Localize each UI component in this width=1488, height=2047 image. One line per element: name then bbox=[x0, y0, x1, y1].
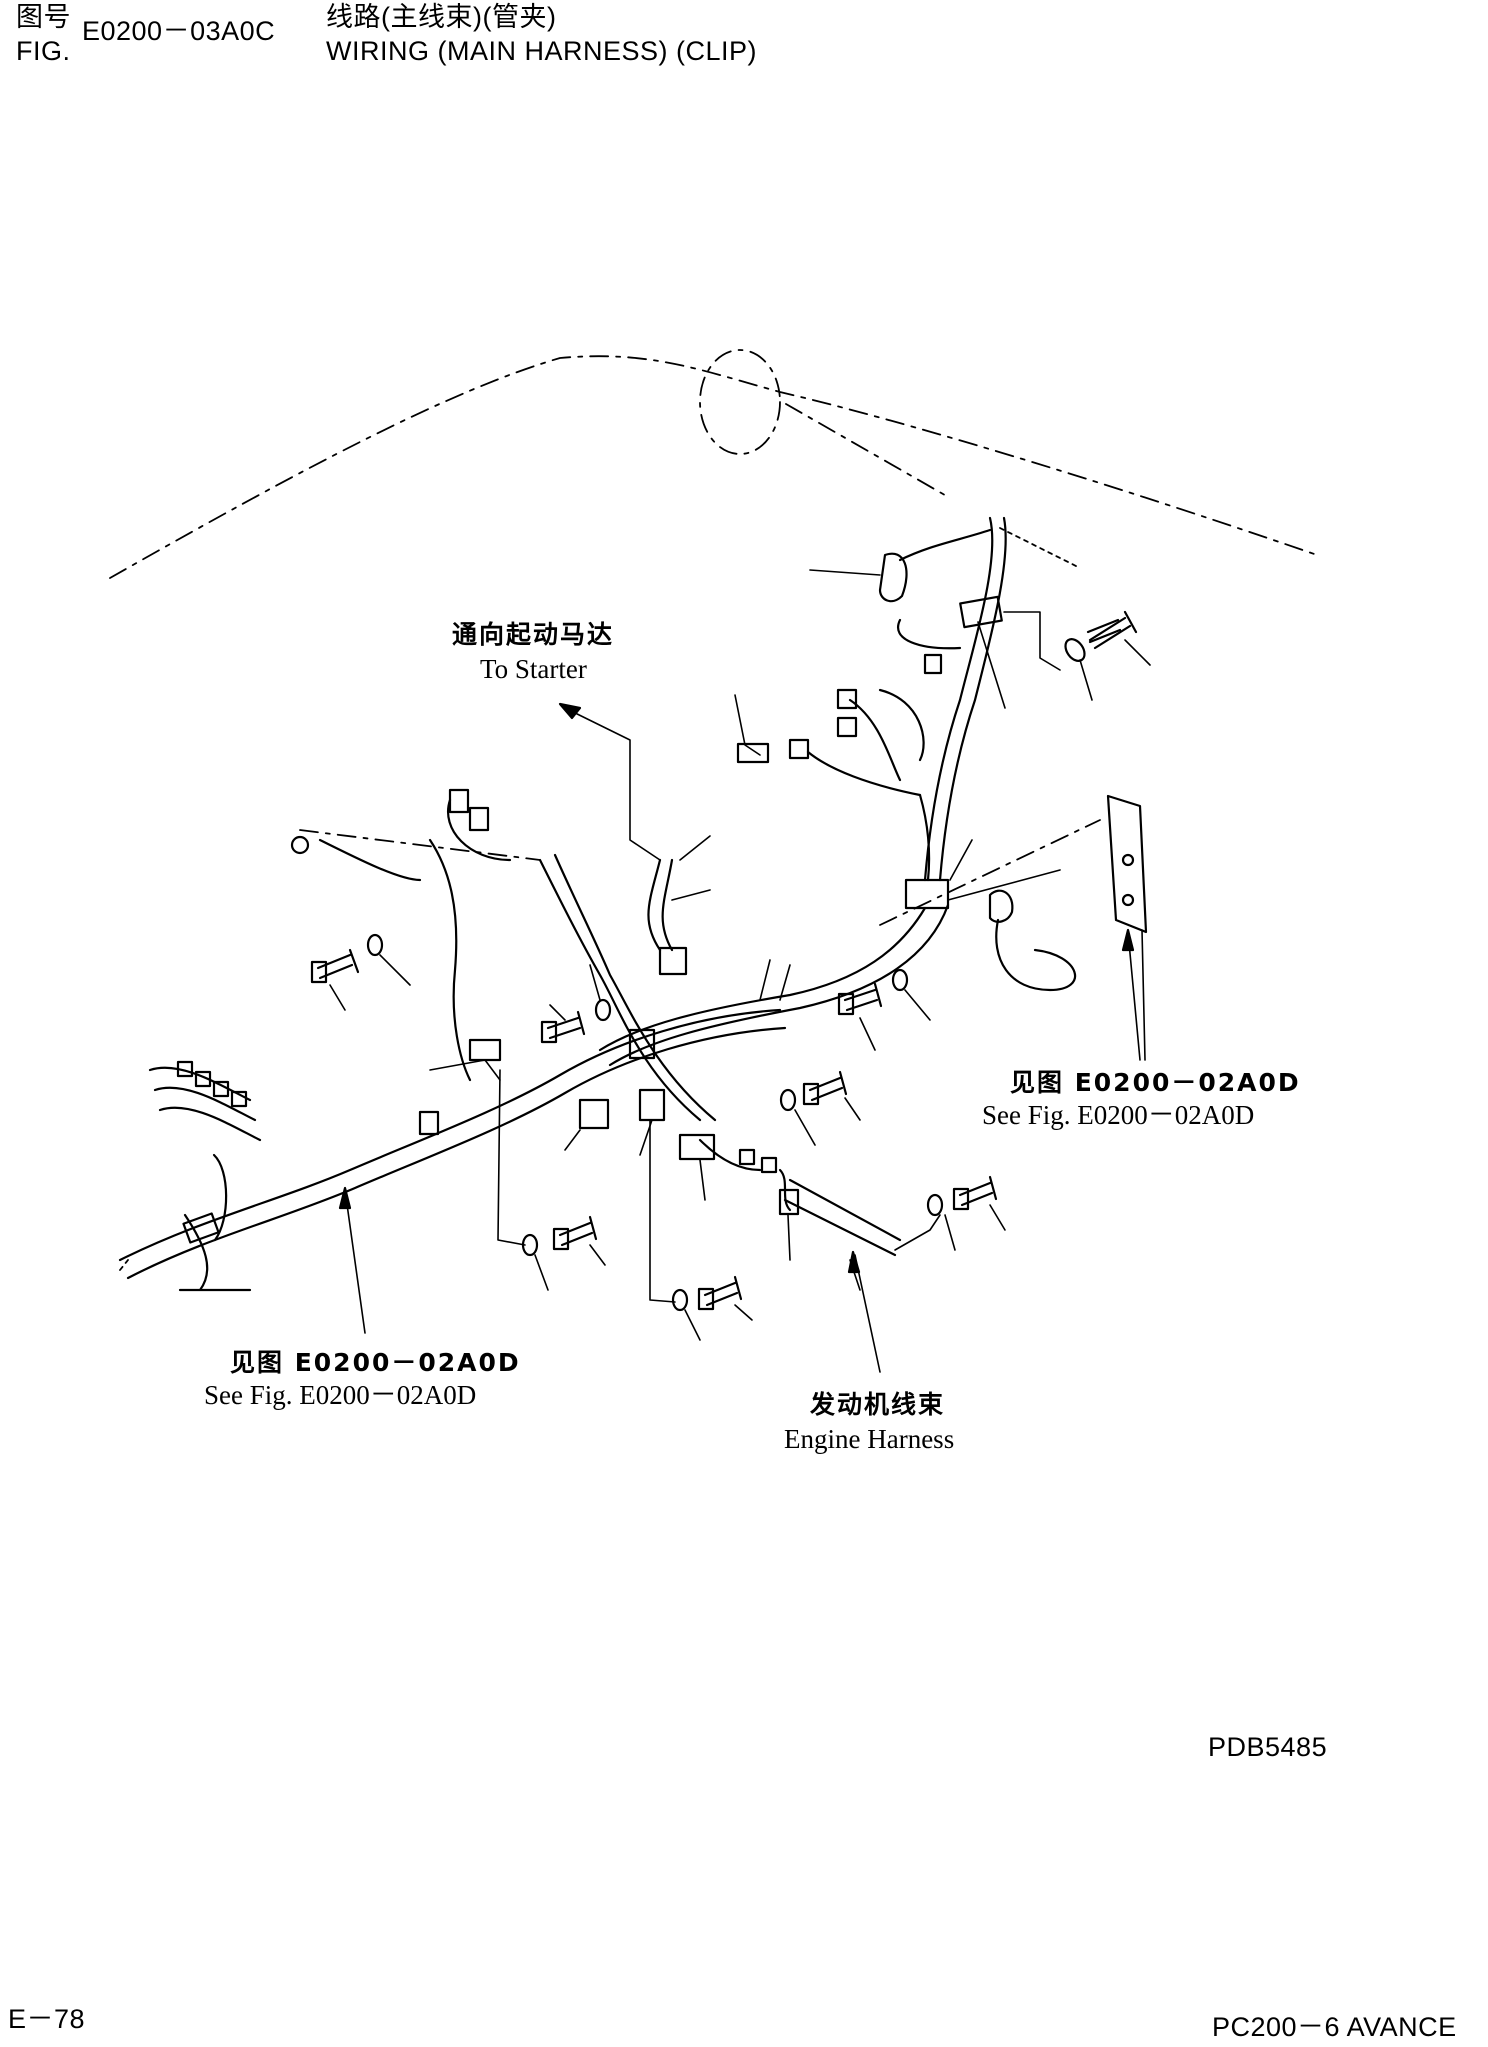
figure-title-cn: 线路(主线束)(管夹) bbox=[326, 2, 557, 32]
fig-label-en: FIG. bbox=[16, 36, 71, 66]
clip-lower bbox=[678, 1133, 716, 1161]
engine-harness-en: Engine Harness bbox=[784, 1424, 955, 1454]
washer bbox=[1064, 638, 1086, 662]
see-fig-left-cn: 见图 E0200－02A0D bbox=[230, 1348, 521, 1377]
cab-outline bbox=[109, 355, 1321, 579]
sensor bbox=[878, 552, 908, 603]
see-fig-right-leader bbox=[1127, 931, 1141, 1061]
page-number: E－78 bbox=[8, 2004, 86, 2034]
bolt-set bbox=[310, 618, 1122, 1341]
figure-number: E0200－03A0C bbox=[82, 16, 276, 46]
see-fig-left-leader bbox=[344, 1189, 366, 1334]
clip-mid bbox=[736, 742, 770, 764]
model-name: PC200－6 AVANCE bbox=[1212, 2012, 1457, 2042]
figure-title-en: WIRING (MAIN HARNESS) (CLIP) bbox=[326, 36, 758, 66]
main-harness-left bbox=[118, 1008, 782, 1262]
starter-leader bbox=[564, 707, 661, 861]
harness-upper-branch bbox=[923, 516, 994, 882]
clip-junction bbox=[904, 878, 950, 910]
engine-harness-leader bbox=[854, 1254, 881, 1373]
starter-label-en: To Starter bbox=[480, 654, 587, 684]
fig-label-cn: 图号 bbox=[16, 2, 71, 32]
see-fig-left-en: See Fig. E0200－02A0D bbox=[204, 1380, 477, 1410]
main-harness-trunk bbox=[598, 906, 927, 1052]
bolt bbox=[1088, 610, 1138, 650]
starter-label-cn: 通向起动马达 bbox=[452, 620, 615, 649]
see-fig-right-cn: 见图 E0200－02A0D bbox=[1010, 1068, 1301, 1097]
engine-harness-cn: 发动机线束 bbox=[810, 1390, 946, 1419]
connector-right bbox=[988, 889, 1014, 923]
connector-cluster bbox=[148, 1066, 262, 1142]
cab-light bbox=[699, 349, 781, 455]
mounting-plate bbox=[1106, 794, 1148, 934]
drawing-code: PDB5485 bbox=[1208, 1732, 1328, 1762]
clip-upper bbox=[959, 595, 1003, 629]
engine-harness-stub bbox=[783, 1178, 902, 1257]
see-fig-right-en: See Fig. E0200－02A0D bbox=[982, 1100, 1255, 1130]
clip-left bbox=[182, 1212, 220, 1244]
